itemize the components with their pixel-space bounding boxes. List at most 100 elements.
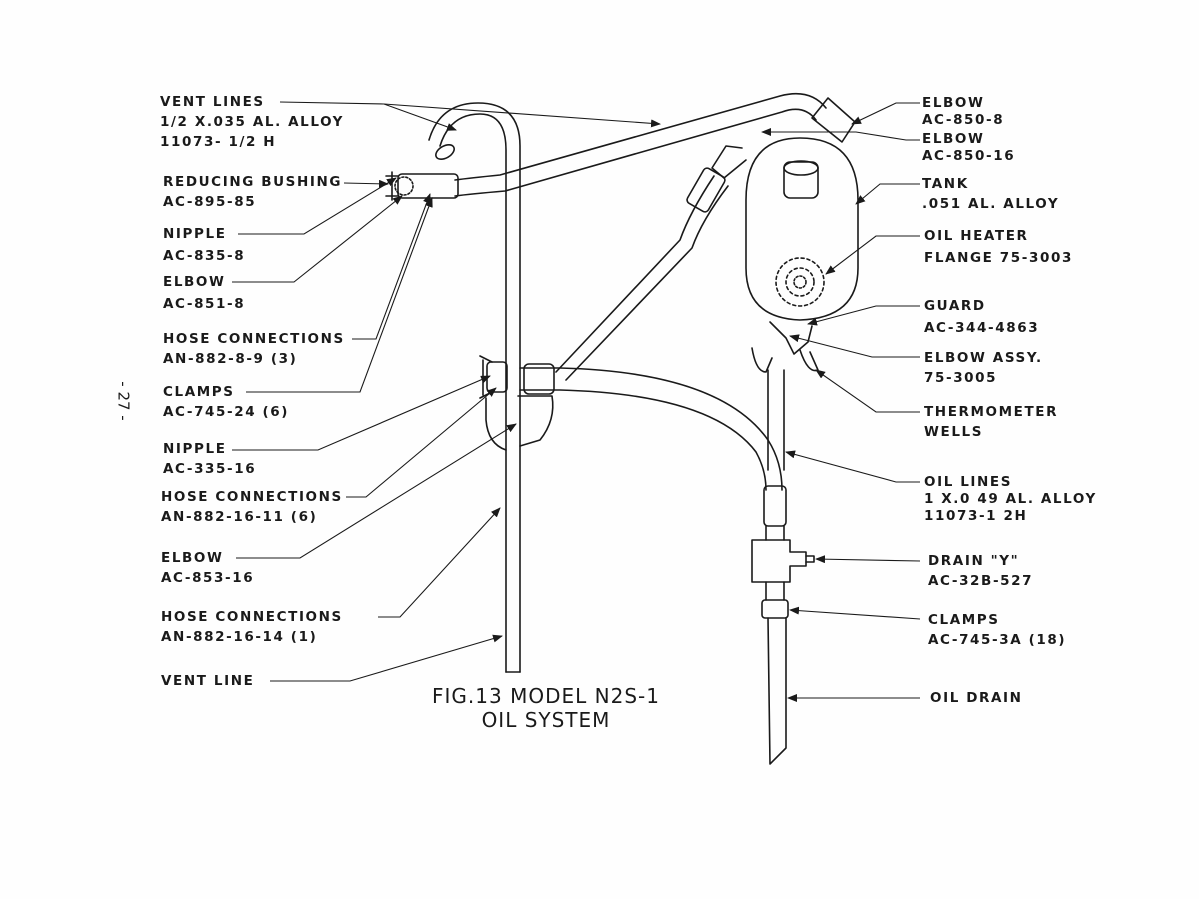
label-spec: FLANGE 75-3003 (924, 250, 1073, 266)
vent-line-diagonal (454, 92, 827, 181)
leader-clamps-745-3a (789, 606, 921, 620)
tank-body (745, 137, 859, 321)
figure-caption: FIG.13 MODEL N2S-1 OIL SYSTEM (424, 684, 668, 732)
leader-guard (807, 305, 920, 326)
label-oil-lines: OIL LINES 1 X.0 49 AL. ALLOY 11073-1 2H (924, 474, 1097, 525)
label-hose-882-8: HOSE CONNECTIONS AN-882-8-9 (3) (163, 331, 345, 368)
label-spec: 11073-1 2H (924, 508, 1028, 524)
leader-hose-882-8 (352, 193, 431, 340)
label-title: VENT LINE (161, 673, 255, 689)
label-title: ELBOW (163, 274, 226, 290)
label-spec: AC-32B-527 (928, 573, 1034, 589)
label-title: CLAMPS (163, 384, 235, 400)
label-spec: AN-882-16-14 (1) (161, 629, 318, 645)
figure-caption-line2: OIL SYSTEM (481, 708, 611, 732)
label-spec: 75-3005 (924, 370, 998, 386)
label-spec: .051 AL. ALLOY (922, 196, 1060, 212)
label-spec: AC-895-85 (163, 194, 257, 210)
label-title: OIL DRAIN (930, 690, 1023, 706)
label-title: HOSE CONNECTIONS (161, 489, 343, 505)
label-oil-drain: OIL DRAIN (930, 690, 1023, 707)
label-title: ELBOW (922, 131, 985, 147)
label-spec: AC-745-24 (6) (163, 404, 290, 420)
leader-hose-882-16-11 (346, 387, 497, 498)
figure-caption-line1: FIG.13 MODEL N2S-1 (432, 684, 660, 708)
label-spec: AC-850-8 (922, 112, 1005, 128)
label-title: VENT LINES (160, 94, 265, 110)
leader-elbow-850-8 (851, 102, 920, 125)
label-hose-882-16-14: HOSE CONNECTIONS AN-882-16-14 (1) (161, 609, 343, 646)
leader-elbow-851 (232, 195, 403, 283)
label-spec: AC-335-16 (163, 461, 257, 477)
leader-elbow-850-16 (761, 128, 920, 141)
label-tank: TANK .051 AL. ALLOY (922, 176, 1059, 213)
label-title: REDUCING BUSHING (163, 174, 343, 190)
label-elbow-850-16: ELBOW AC-850-16 (922, 131, 1015, 165)
label-nipple-8: NIPPLE AC-835-8 (163, 226, 245, 265)
leader-hose-882-16-14 (378, 507, 501, 618)
label-spec: 11073- 1/2 H (160, 134, 277, 150)
leader-nipple-16 (232, 375, 491, 451)
label-title: HOSE CONNECTIONS (161, 609, 343, 625)
leader-oil-lines (785, 450, 920, 483)
label-title: ELBOW ASSY. (924, 350, 1043, 366)
label-clamps-745-24: CLAMPS AC-745-24 (6) (163, 384, 289, 421)
label-thermometer-wells: THERMOMETER WELLS (924, 404, 1058, 441)
label-guard: GUARD AC-344-4863 (924, 298, 1039, 337)
label-title: CLAMPS (928, 612, 1000, 628)
label-hose-882-16-11: HOSE CONNECTIONS AN-882-16-11 (6) (161, 489, 343, 526)
leader-oil-heater (825, 235, 920, 275)
label-spec: AN-882-8-9 (3) (163, 351, 298, 367)
label-title: OIL HEATER (924, 228, 1029, 244)
drain-y-fitting (751, 539, 807, 583)
label-spec: 1/2 X.035 AL. ALLOY (160, 114, 345, 130)
label-spec: 1 X.0 49 AL. ALLOY (924, 491, 1097, 507)
label-drain-y: DRAIN "Y" AC-32B-527 (928, 553, 1033, 590)
leader-nipple-8 (238, 177, 397, 235)
leader-clamps-745-24 (246, 197, 433, 393)
label-elbow-851: ELBOW AC-851-8 (163, 274, 245, 313)
leader-drain-y (815, 555, 921, 564)
label-clamps-745-3a: CLAMPS AC-745-3A (18) (928, 612, 1066, 649)
label-title: HOSE CONNECTIONS (163, 331, 345, 347)
label-title: NIPPLE (163, 226, 227, 242)
leader-tank (855, 183, 920, 205)
leader-thermometer (815, 369, 920, 413)
label-spec: AC-344-4863 (924, 320, 1040, 336)
label-vent-lines: VENT LINES 1/2 X.035 AL. ALLOY 11073- 1/… (160, 94, 344, 151)
label-elbow-850-8: ELBOW AC-850-8 (922, 95, 1004, 129)
oil-line-vertical (767, 369, 785, 471)
label-title: GUARD (924, 298, 986, 314)
label-spec: AC-745-3A (18) (928, 632, 1067, 648)
label-title: OIL LINES (924, 474, 1013, 490)
leader-reducing-bushing (343, 179, 389, 188)
label-reducing-bushing: REDUCING BUSHING AC-895-85 (163, 174, 342, 211)
page-number: - 27 - (114, 381, 133, 421)
label-nipple-16: NIPPLE AC-335-16 (163, 441, 256, 478)
leader-elbow-853 (236, 423, 517, 559)
label-spec: AC-835-8 (163, 248, 246, 264)
label-elbow-853: ELBOW AC-853-16 (161, 550, 254, 587)
label-title: ELBOW (161, 550, 224, 566)
label-title: ELBOW (922, 95, 985, 111)
label-spec: AC-853-16 (161, 570, 255, 586)
label-elbow-assy: ELBOW ASSY. 75-3005 (924, 350, 1043, 387)
leader-vent-line (270, 634, 503, 682)
label-oil-heater: OIL HEATER FLANGE 75-3003 (924, 228, 1073, 267)
label-title: THERMOMETER (924, 404, 1059, 420)
label-spec: AN-882-16-11 (6) (161, 509, 318, 525)
leader-elbow-assy (789, 334, 920, 358)
label-vent-line: VENT LINE (161, 673, 254, 690)
oil-drain-pipe (765, 581, 787, 765)
label-spec: AC-851-8 (163, 296, 246, 312)
label-title: NIPPLE (163, 441, 227, 457)
label-spec: AC-850-16 (922, 148, 1016, 164)
label-title: TANK (922, 176, 969, 192)
label-title: DRAIN "Y" (928, 553, 1020, 569)
label-spec: WELLS (924, 424, 984, 440)
leader-vent-lines-b (383, 103, 661, 128)
vent-line-pipe-inner (428, 102, 521, 673)
oil-line-horizontal (519, 367, 783, 491)
